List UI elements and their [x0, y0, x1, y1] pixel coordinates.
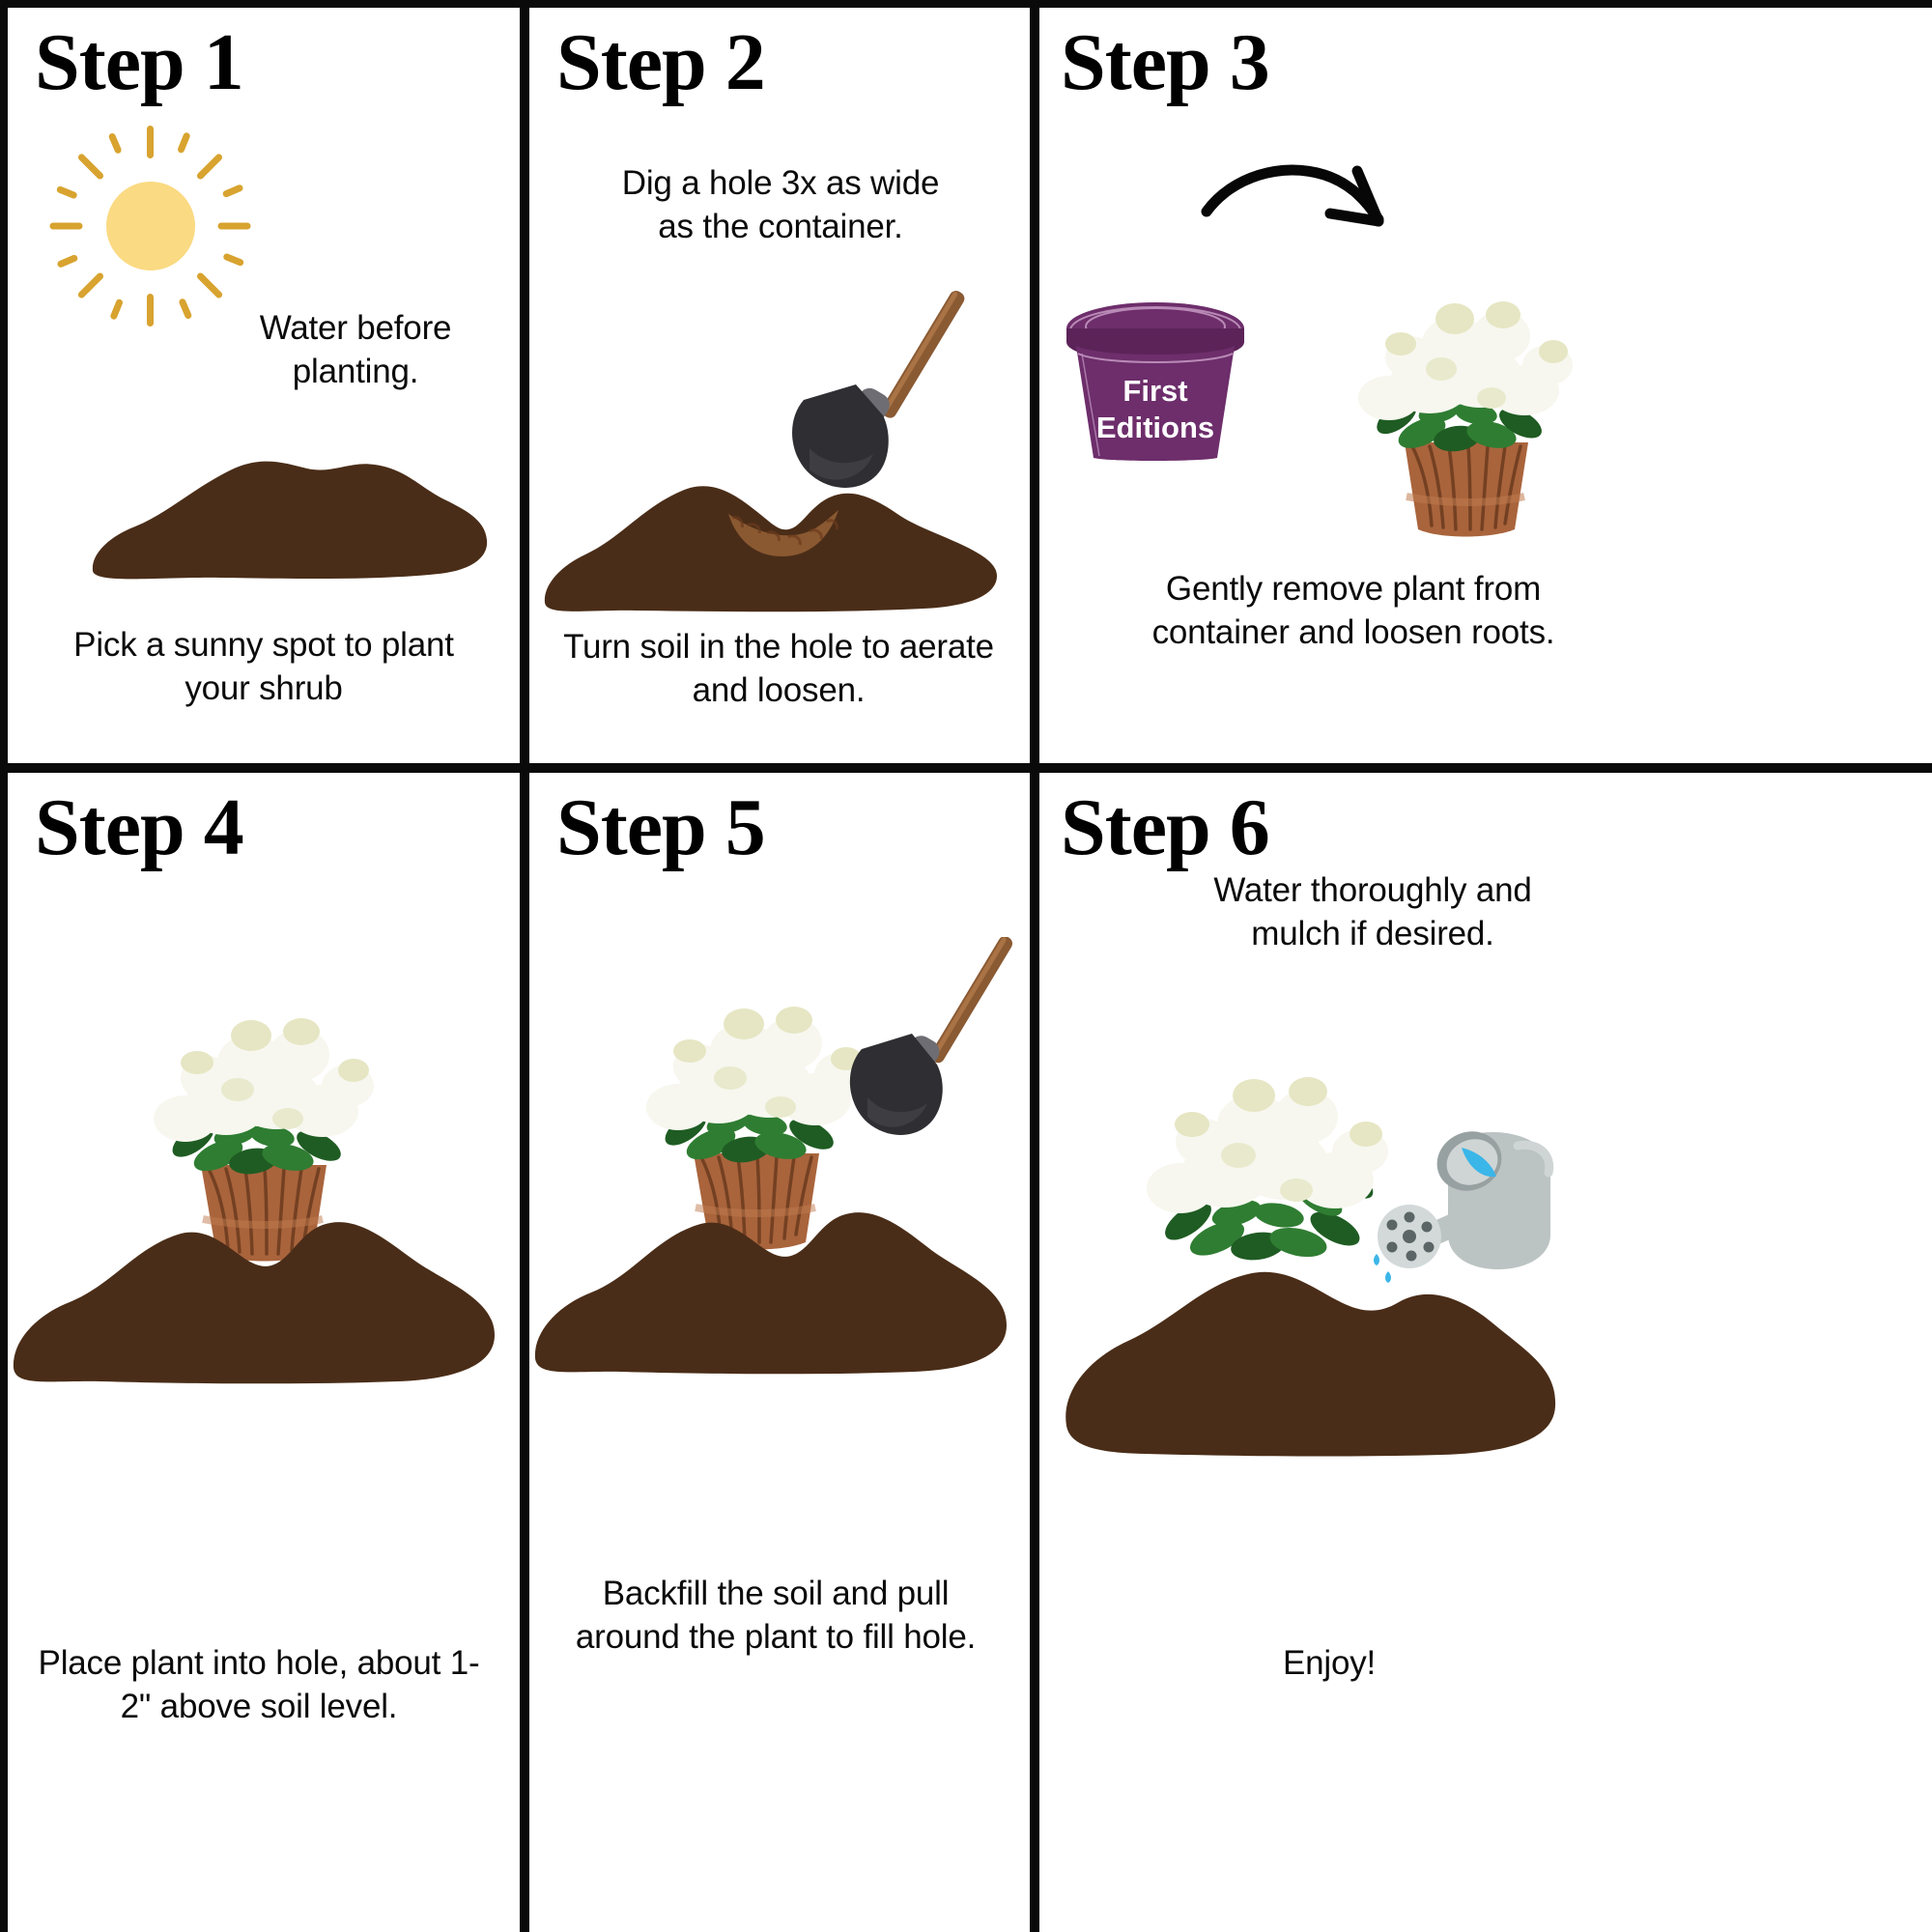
soil-mound — [529, 1188, 1012, 1381]
nursery-pot: First Editions — [1059, 298, 1252, 462]
panel-4-title: Step 4 — [35, 782, 244, 872]
panel-6-bottom-caption: Enjoy! — [1282, 1644, 1377, 1682]
panel-4-bottom-caption: Place plant into hole, about 1-2" above … — [38, 1644, 480, 1725]
sun-icon — [46, 122, 254, 329]
panel-step-2: Step 2 Dig a hole 3x as wide as the cont… — [529, 8, 1030, 763]
hydrangea-plant — [124, 995, 404, 1270]
panel-1-bottom-caption: Pick a sunny spot to plant your shrub — [73, 626, 454, 707]
flower-clusters — [646, 1007, 867, 1130]
panel-step-3: Step 3 — [1039, 8, 1932, 763]
sun-core — [106, 182, 195, 270]
hydrangea-plant — [1117, 1053, 1416, 1333]
root-ball — [1405, 442, 1528, 537]
panel-3-bottom-caption: Gently remove plant from container and l… — [1151, 570, 1555, 651]
soil-mound — [8, 1198, 500, 1391]
shovel-icon — [819, 937, 1030, 1169]
panel-step-6: Step 6 Water thoroughly and mulch if des… — [1039, 773, 1932, 1932]
panel-2-top-caption: Dig a hole 3x as wide as the container. — [621, 164, 940, 245]
root-ball — [201, 1165, 327, 1262]
panel-2-bottom-caption: Turn soil in the hole to aerate and loos… — [563, 628, 994, 709]
panel-step-1: Step 1 Water befor — [8, 8, 520, 763]
soil-mound — [85, 447, 491, 582]
flower-clusters — [154, 1018, 374, 1142]
watering-can-icon — [1373, 1109, 1566, 1297]
panel-1-top-caption: Water before planting. — [259, 309, 452, 390]
panel-step-4: Step 4 — [8, 773, 520, 1932]
panel-5-bottom-caption: Backfill the soil and pull around the pl… — [575, 1575, 977, 1656]
panel-5-title: Step 5 — [556, 782, 766, 872]
panel-step-5: Step 5 — [529, 773, 1030, 1932]
panel-6-title: Step 6 — [1061, 782, 1270, 872]
soil-mound-with-hole — [539, 462, 1003, 616]
panel-3-title: Step 3 — [1061, 17, 1270, 107]
soil-mound — [1059, 1256, 1561, 1463]
panel-1-title: Step 1 — [35, 17, 244, 107]
hydrangea-plant — [1329, 276, 1605, 542]
panel-6-top-caption: Water thoroughly and mulch if desired. — [1213, 871, 1532, 952]
panel-2-title: Step 2 — [556, 17, 766, 107]
flower-clusters — [1147, 1077, 1388, 1213]
flower-clusters — [1358, 301, 1573, 420]
curved-arrow-icon — [1199, 128, 1402, 230]
shovel-icon — [771, 276, 1012, 518]
